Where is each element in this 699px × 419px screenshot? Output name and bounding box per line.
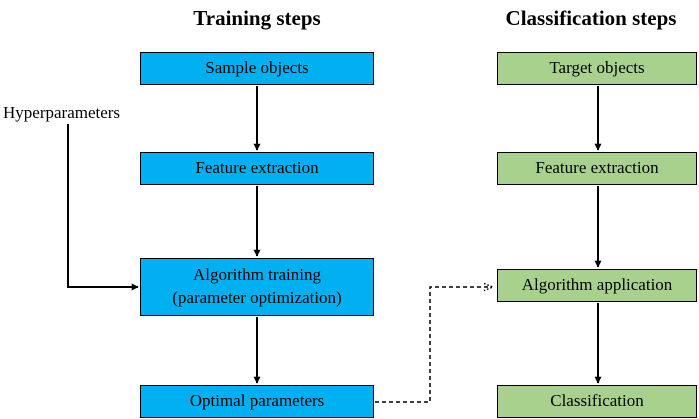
training-feature-extraction-label: Feature extraction	[195, 158, 319, 178]
optimal-parameters-box: Optimal parameters	[140, 385, 374, 418]
classification-box: Classification	[497, 385, 697, 418]
classification-feature-extraction-label: Feature extraction	[535, 158, 659, 178]
classification-label: Classification	[550, 391, 644, 411]
algorithm-application-box: Algorithm application	[497, 269, 697, 302]
arrow-hyperparameters-to-training	[67, 124, 139, 291]
hyperparameters-label: Hyperparameters	[3, 103, 121, 122]
algorithm-training-box: Algorithm training (parameter optimizati…	[140, 258, 374, 316]
training-feature-extraction-box: Feature extraction	[140, 152, 374, 185]
target-objects-label: Target objects	[549, 58, 645, 78]
sample-objects-box: Sample objects	[140, 52, 374, 85]
dashed-arrow-optimal-to-application	[375, 287, 492, 403]
optimal-parameters-label: Optimal parameters	[189, 391, 325, 411]
sample-objects-label: Sample objects	[205, 58, 309, 78]
parameter-optimization-label: (parameter optimization)	[172, 288, 342, 307]
classification-feature-extraction-box: Feature extraction	[497, 152, 697, 185]
classification-steps-header: Classification steps	[505, 6, 677, 30]
target-objects-box: Target objects	[497, 52, 697, 85]
training-steps-header: Training steps	[193, 6, 321, 30]
algorithm-application-label: Algorithm application	[521, 275, 673, 295]
algorithm-training-label: Algorithm training	[193, 265, 321, 285]
